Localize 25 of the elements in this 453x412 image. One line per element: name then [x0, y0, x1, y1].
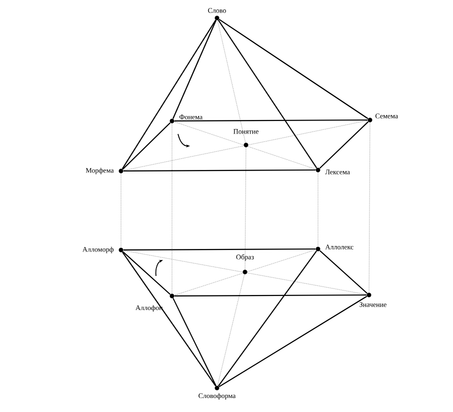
line	[217, 20, 246, 143]
line	[123, 169, 316, 172]
line	[217, 274, 245, 386]
line	[244, 147, 246, 270]
line	[319, 121, 369, 169]
line	[174, 250, 316, 296]
line	[120, 173, 122, 248]
line	[368, 122, 370, 293]
line	[218, 18, 368, 120]
line	[218, 20, 318, 168]
line	[174, 119, 368, 122]
line	[319, 250, 368, 294]
line	[122, 122, 171, 170]
line	[174, 294, 367, 297]
line	[174, 122, 316, 170]
line	[122, 252, 216, 386]
line	[123, 248, 316, 251]
line	[218, 296, 368, 388]
line	[218, 250, 317, 386]
line	[123, 120, 368, 171]
line	[122, 251, 171, 295]
line	[172, 20, 217, 119]
line	[172, 298, 216, 386]
line	[123, 250, 367, 295]
line	[122, 20, 216, 170]
